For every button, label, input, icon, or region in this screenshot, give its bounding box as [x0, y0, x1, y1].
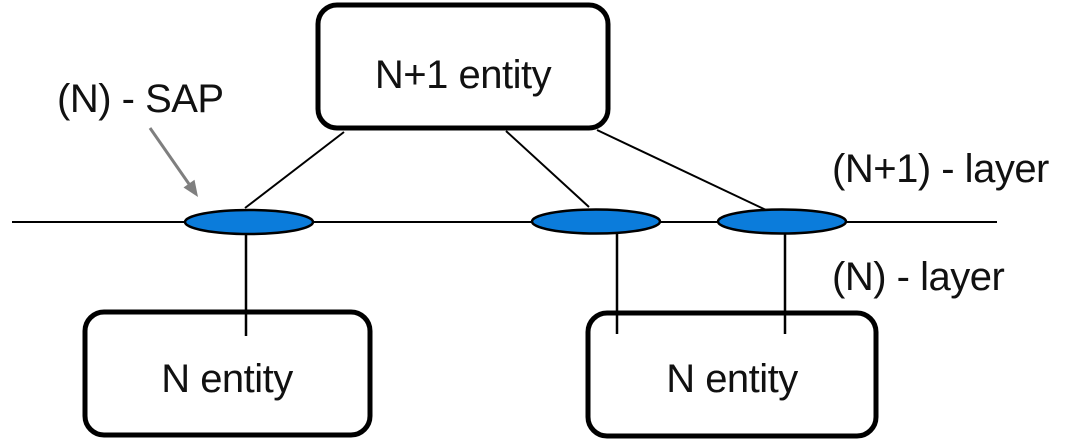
upper-layer-label: (N+1) - layer	[832, 147, 1049, 191]
connector-top-to-sap3	[596, 129, 767, 211]
connector-top-to-sap1	[244, 131, 345, 209]
sap-annotation-arrow	[148, 127, 198, 197]
n-entity-label-left: N entity	[161, 357, 293, 401]
n-plus-1-entity-box	[315, 2, 611, 131]
sap-ellipse-2	[530, 208, 662, 235]
n-entity-label-right: N entity	[666, 357, 798, 401]
sap-arrow-shaft	[148, 127, 191, 185]
connector-top-to-sap2	[505, 130, 590, 208]
sap-ellipse-1	[183, 208, 315, 236]
lower-layer-label: (N) - layer	[832, 255, 1004, 299]
sap-label: (N) - SAP	[57, 77, 224, 121]
n-entity-box-left	[82, 309, 373, 438]
n-entity-box-right	[585, 310, 879, 439]
n-plus-1-entity-label: N+1 entity	[375, 53, 552, 97]
sap-arrow-head	[183, 179, 198, 197]
sap-ellipse-3	[716, 208, 848, 235]
